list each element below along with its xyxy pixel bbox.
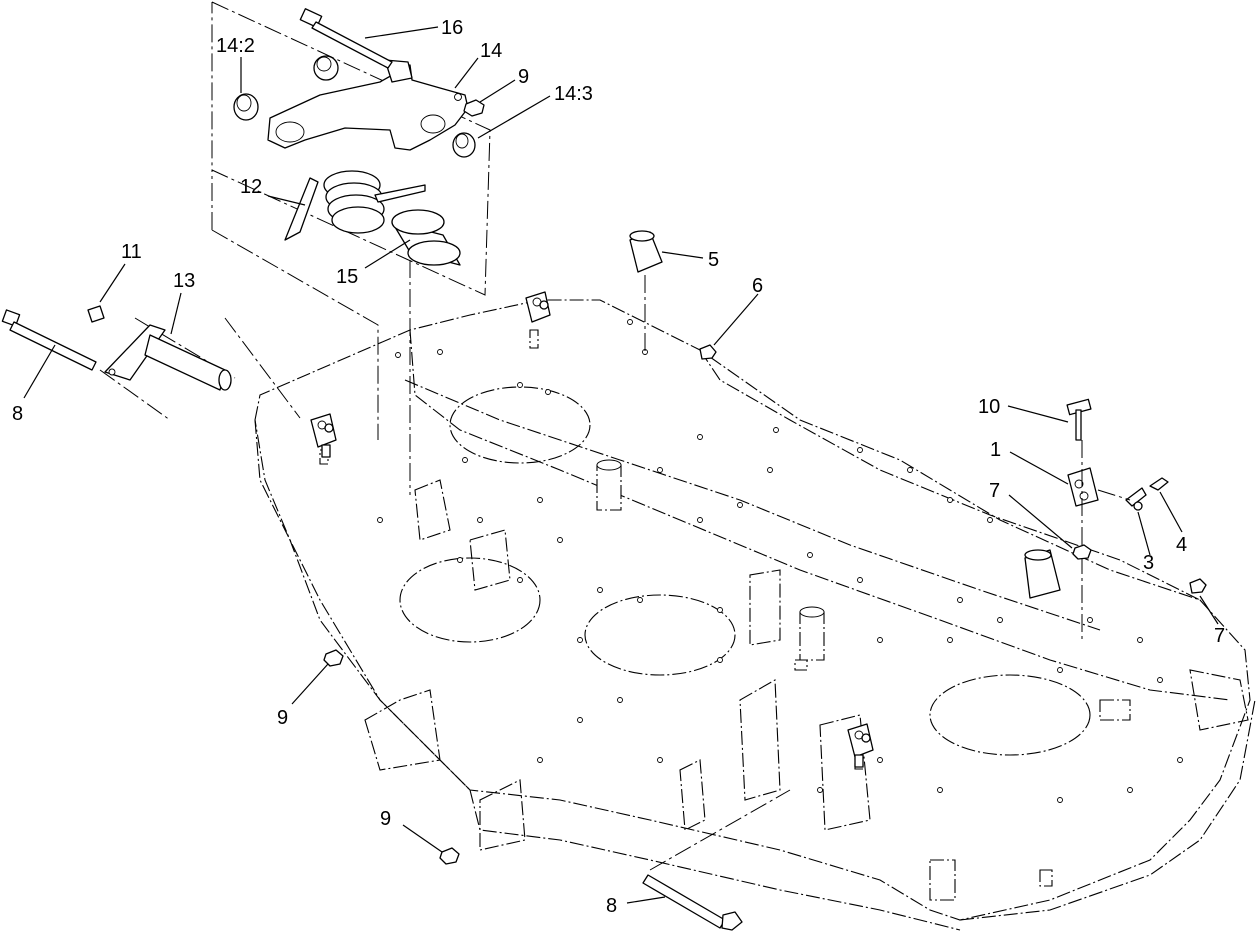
deck-holes [377,319,1183,803]
bracket-1 [1067,467,1099,507]
mower-deck [254,299,1256,931]
callout-8-front: 8 [606,895,617,917]
callout-9-front: 9 [380,808,391,830]
callout-14-2: 14:2 [216,35,255,57]
nut-9-front [439,847,460,865]
deck-clevis-front [847,723,874,768]
callout-5: 5 [708,249,719,271]
bolt-16 [299,8,393,69]
bumper-5 [629,230,663,273]
nut-6 [699,344,717,360]
pin-3 [1125,487,1147,511]
nut-9-left [323,649,344,667]
exploded-view-outline [211,1,491,495]
callout-9-left: 9 [277,707,288,729]
spindle-post-left [596,459,622,511]
callout-9-upper: 9 [518,66,529,88]
callout-7-right: 7 [1214,625,1225,647]
deck-clevis-rear [525,291,551,323]
nut-7-upper [1072,544,1092,560]
deck-clevis-left [310,413,337,458]
callout-15: 15 [336,266,358,288]
callout-14-3: 14:3 [554,83,593,105]
hairpin-4 [1149,477,1169,491]
nut-9-upper [463,99,485,117]
callout-leaders [23,26,1219,904]
bumper-right [1024,549,1061,599]
deck-top-surface [254,299,1251,921]
pin-10 [1066,398,1092,441]
torsion-spring-12 [284,170,426,241]
bushing-upper [313,55,339,81]
callout-12: 12 [240,176,262,198]
bushing-14-3 [452,132,476,158]
callout-11: 11 [121,241,142,263]
spindle-opening-center [584,594,736,676]
spindle-opening-right [929,674,1091,756]
callout-labels: 16 14 14:2 9 14:3 12 15 11 13 8 5 6 10 1… [12,17,1225,917]
spindle-post-right [799,606,825,661]
nut-7-right [1189,578,1207,594]
callout-14: 14 [480,40,502,62]
callout-6: 6 [752,275,763,297]
bushing-14-2 [233,93,259,121]
grease-fitting-11 [87,305,105,323]
callout-13: 13 [173,270,195,292]
spacer-tube-15 [391,209,461,266]
bolt-8-front [642,874,743,931]
deck-stud-rear [529,329,539,349]
callout-8-rear: 8 [12,403,23,425]
pivot-arm-14 [267,59,469,151]
callout-10: 10 [978,396,1000,418]
callout-7-upper: 7 [989,480,1000,502]
callout-1: 1 [990,439,1001,461]
callout-4: 4 [1176,534,1187,556]
callout-16: 16 [441,17,463,39]
callout-3: 3 [1143,552,1154,574]
bolt-8-rear [1,309,97,371]
pivot-shaft-13 [104,324,232,391]
